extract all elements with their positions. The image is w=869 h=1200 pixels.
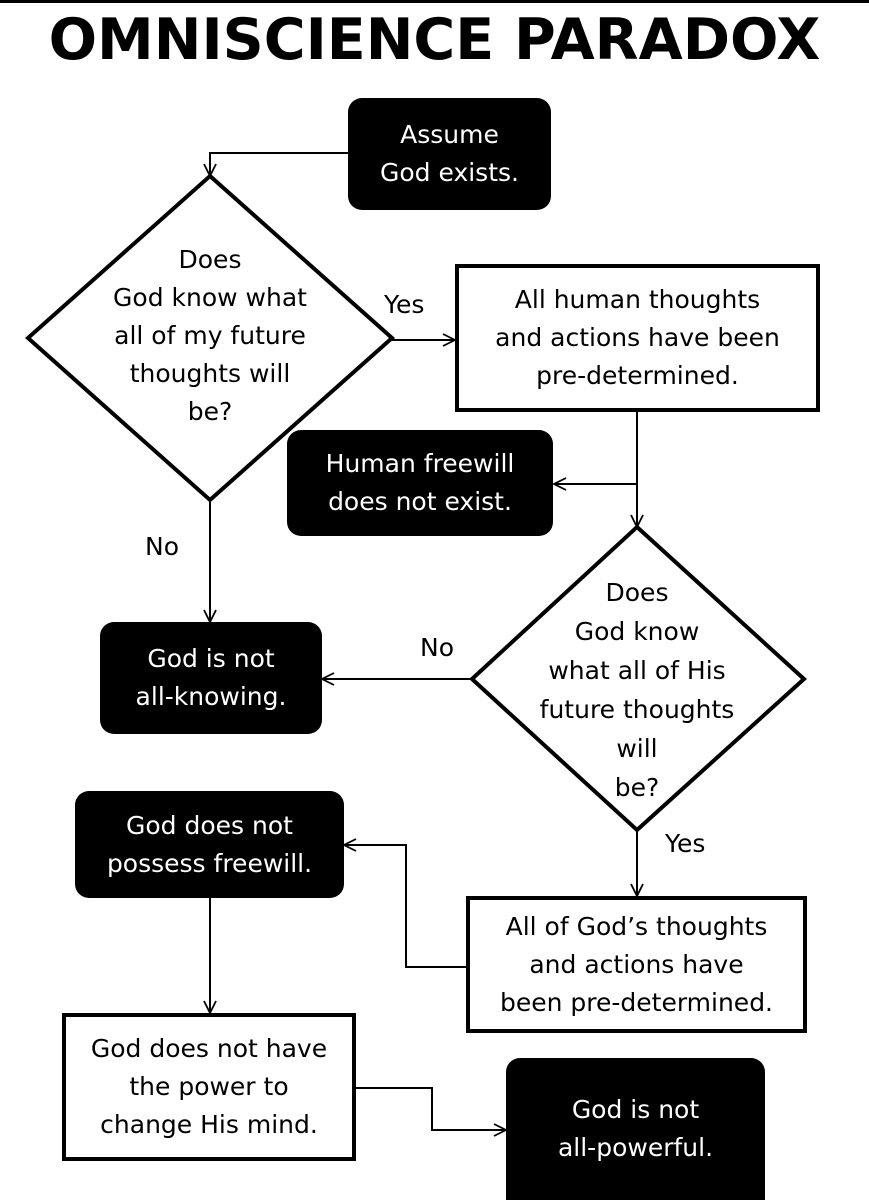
- edge-label-q2-no: No: [420, 633, 454, 662]
- edge-label-q2-yes: Yes: [665, 829, 706, 858]
- top-rule: [0, 0, 869, 3]
- decision-q2-text: Does God know what all of His future tho…: [539, 578, 735, 802]
- node-assume-god-exists: Assume God exists.: [348, 98, 551, 210]
- edge-label-q1-yes: Yes: [384, 290, 425, 319]
- edge-god-pre-to-no-freewill: [344, 845, 466, 968]
- node-no-human-freewill: Human freewill does not exist.: [287, 430, 553, 536]
- decision-q1-text: Does God know what all of my future thou…: [113, 245, 307, 426]
- decision-diamond-2: [469, 524, 807, 833]
- node-human-predetermined: All human thoughts and actions have been…: [455, 264, 820, 412]
- page-title: OMNISCIENCE PARADOX: [48, 7, 821, 73]
- edge-assume-to-q1: [210, 152, 348, 176]
- node-not-all-knowing: God is not all-knowing.: [100, 622, 322, 734]
- node-god-predetermined: All of God’s thoughts and actions have b…: [466, 896, 807, 1033]
- node-no-god-freewill: God does not possess freewill.: [75, 791, 344, 898]
- edge-label-q1-no: No: [145, 532, 179, 561]
- node-not-all-powerful: God is not all-powerful.: [506, 1058, 765, 1200]
- node-cannot-change-mind: God does not have the power to change Hi…: [62, 1013, 356, 1161]
- decision-diamond-1: [24, 173, 396, 503]
- edge-cannot-change-to-not-powerful: [356, 1087, 506, 1130]
